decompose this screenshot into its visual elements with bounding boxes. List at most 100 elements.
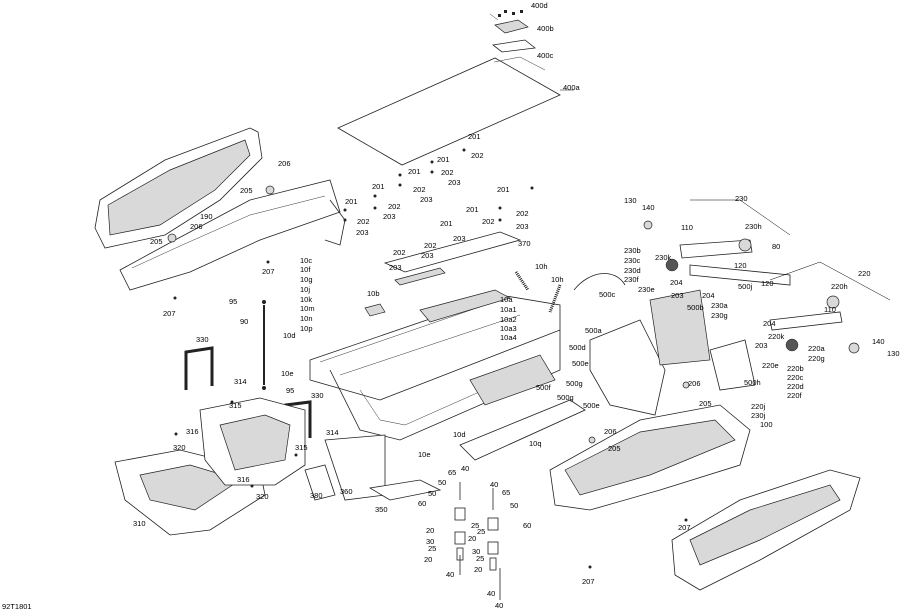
callout-230g: 230g (711, 311, 728, 320)
callout-360: 360 (340, 487, 353, 496)
callout-205: 205 (608, 444, 621, 453)
callout-202: 202 (471, 151, 484, 160)
callout-202: 202 (393, 248, 406, 257)
callout-50: 50 (510, 501, 519, 510)
drawing-reference: 92T1801 (2, 602, 32, 611)
callout-10a1: 10a1 (500, 305, 517, 314)
handle-330a (184, 346, 214, 390)
cap-140b (848, 342, 860, 354)
callout-206: 206 (278, 159, 291, 168)
fasteners (173, 148, 690, 569)
callout-205: 205 (699, 399, 712, 408)
rail-10q (459, 399, 586, 461)
callout-10g: 10g (300, 275, 313, 284)
callout-330: 330 (196, 335, 209, 344)
callout-230e: 230e (638, 285, 655, 294)
callout-140: 140 (872, 337, 885, 346)
callout-500g: 500g (566, 379, 583, 388)
callout-230d: 230d (624, 266, 641, 275)
callout-500g: 500g (557, 393, 574, 402)
callout-203: 203 (421, 251, 434, 260)
callout-220: 220 (858, 269, 871, 278)
callout-206: 206 (688, 379, 701, 388)
callout-120: 120 (734, 261, 747, 270)
callout-10f: 10f (300, 265, 311, 274)
callout-201: 201 (440, 219, 453, 228)
callout-320: 320 (256, 492, 269, 501)
callout-203: 203 (383, 212, 396, 221)
callout-10e: 10e (281, 369, 294, 378)
hinge-hardware-right (487, 488, 501, 600)
callout-230: 230 (735, 194, 748, 203)
callout-203: 203 (671, 291, 684, 300)
callout-25: 25 (428, 544, 437, 553)
callout-205: 205 (150, 237, 163, 246)
right-side-rail (549, 404, 861, 591)
callout-20: 20 (474, 565, 483, 574)
callout-10a3: 10a3 (500, 324, 517, 333)
callout-190: 190 (200, 212, 213, 221)
callout-500f: 500f (536, 383, 551, 392)
callout-500h: 500h (744, 378, 761, 387)
callout-202: 202 (441, 168, 454, 177)
callout-220b: 220b (787, 364, 804, 373)
callout-230j: 230j (751, 411, 766, 420)
spring-10h-b (548, 284, 562, 313)
callout-315: 315 (295, 443, 308, 452)
callout-201: 201 (345, 197, 358, 206)
callout-230k: 230k (655, 253, 672, 262)
callout-370: 370 (518, 239, 531, 248)
callout-25: 25 (477, 527, 486, 536)
callout-10j: 10j (300, 285, 311, 294)
rod-80 (689, 264, 791, 286)
callout-201: 201 (372, 182, 385, 191)
callout-20: 20 (426, 526, 435, 535)
callout-10h: 10h (551, 275, 564, 284)
callout-204: 204 (763, 319, 776, 328)
callout-314: 314 (234, 377, 247, 386)
callout-40: 40 (495, 601, 504, 610)
callout-50: 50 (428, 489, 437, 498)
callout-10m: 10m (300, 304, 315, 313)
callout-205: 205 (240, 186, 253, 195)
bracket-500h (709, 339, 756, 391)
panel-380 (304, 464, 336, 501)
callout-30: 30 (472, 547, 481, 556)
callout-25: 25 (471, 521, 480, 530)
callout-230a: 230a (711, 301, 728, 310)
callout-201: 201 (466, 205, 479, 214)
callout-500c: 500c (599, 290, 616, 299)
callout-10q: 10q (529, 439, 542, 448)
callout-230f: 230f (624, 275, 639, 284)
hinge-hardware-left (454, 482, 466, 575)
callout-95: 95 (286, 386, 295, 395)
callout-130: 130 (624, 196, 637, 205)
callout-110: 110 (681, 223, 693, 232)
cover-panel-400a (337, 57, 561, 166)
callout-203: 203 (420, 195, 433, 204)
callout-203: 203 (453, 234, 466, 243)
callout-10d: 10d (453, 430, 466, 439)
callout-500b: 500b (687, 303, 704, 312)
panel-500b (649, 289, 711, 366)
callout-20: 20 (424, 555, 433, 564)
callout-314: 314 (326, 428, 339, 437)
cable-500c (573, 273, 626, 291)
callout-220d: 220d (787, 382, 804, 391)
panel-370 (383, 231, 522, 273)
callout-400a: 400a (563, 83, 580, 92)
callout-10h: 10h (535, 262, 548, 271)
callout-230b: 230b (624, 246, 641, 255)
callout-10e: 10e (418, 450, 431, 459)
callout-130: 130 (887, 349, 900, 358)
callout-203: 203 (356, 228, 369, 237)
callout-230c: 230c (624, 256, 641, 265)
callout-10a4: 10a4 (500, 333, 517, 342)
callout-201: 201 (408, 167, 421, 176)
callout-40: 40 (490, 480, 499, 489)
callout-350: 350 (375, 505, 388, 514)
callout-65: 65 (502, 488, 511, 497)
callout-310: 310 (133, 519, 146, 528)
callout-330: 330 (311, 391, 324, 400)
